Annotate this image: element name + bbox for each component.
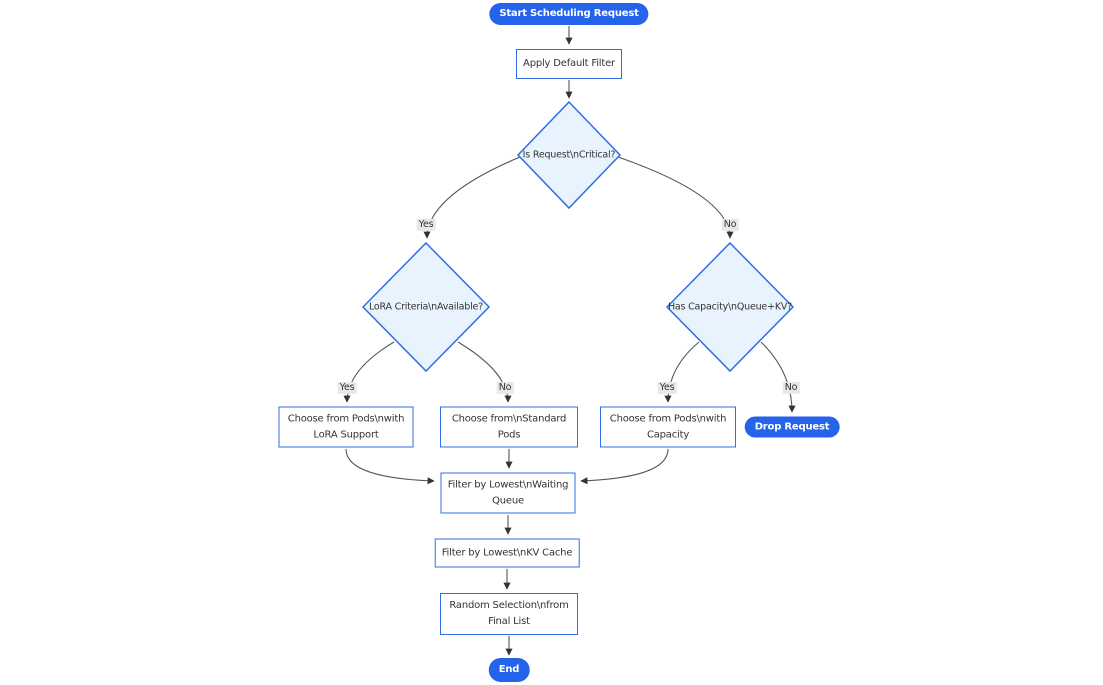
node-label-line: Queue	[492, 495, 524, 506]
node-apply-default-filter: Apply Default Filter	[516, 49, 622, 79]
node-label-line: Capacity	[646, 429, 690, 440]
flow-edge-6	[664, 341, 700, 403]
node-label-line: Filter by Lowest\nKV Cache	[441, 547, 573, 558]
flow-edge-8	[345, 448, 435, 485]
flow-edge-10	[580, 448, 669, 485]
node-lora-criteria-available: LoRA Criteria\nAvailable?	[369, 299, 483, 314]
node-label-line: Apply Default Filter	[523, 58, 615, 69]
node-is-request-critical-shape	[516, 100, 622, 210]
edge-label-yes-2: Yes	[416, 218, 436, 232]
node-label-line: Final List	[488, 616, 530, 627]
node-is-request-critical: Is Request\nCritical?	[523, 147, 616, 162]
node-filter-lowest-kv-cache: Filter by Lowest\nKV Cache	[434, 538, 580, 568]
node-start-scheduling-request: Start Scheduling Request	[489, 3, 649, 25]
node-label-line: LoRA Support	[313, 429, 379, 440]
node-label-line: Drop Request	[754, 421, 830, 432]
node-end: End	[488, 658, 530, 682]
node-label-line: End	[498, 664, 520, 675]
node-label-line: Choose from Pods\nwith	[609, 413, 727, 424]
node-has-capacity-queue-kv: Has Capacity\nQueue+KV?	[668, 299, 792, 314]
node-lora-criteria-available-shape	[361, 241, 491, 373]
flow-edge-2	[423, 156, 521, 239]
node-label-line: Has Capacity\nQueue+KV?	[667, 301, 793, 313]
flow-edge-7	[760, 341, 796, 413]
edge-label-yes-4: Yes	[337, 381, 357, 395]
flow-edge-3	[617, 156, 734, 239]
node-label-line: Choose from Pods\nwith	[287, 413, 405, 424]
node-label-line: Random Selection\nfrom	[449, 600, 569, 611]
edge-label-no-3: No	[721, 218, 739, 232]
node-label-line: Pods	[497, 429, 521, 440]
flow-edge-4	[343, 341, 395, 403]
node-label-line: Filter by Lowest\nWaiting	[447, 479, 569, 490]
edge-label-no-7: No	[782, 381, 800, 395]
node-label-line: Start Scheduling Request	[499, 8, 639, 19]
node-label-line: Choose from\nStandard	[451, 413, 567, 424]
flow-edge-5	[457, 341, 512, 403]
node-has-capacity-queue-kv-shape	[665, 241, 795, 373]
node-drop-request: Drop Request	[744, 416, 840, 438]
node-label-line: Is Request\nCritical?	[522, 149, 616, 161]
edge-label-yes-6: Yes	[657, 381, 677, 395]
edge-label-no-5: No	[496, 381, 514, 395]
node-label-line: LoRA Criteria\nAvailable?	[368, 301, 484, 313]
